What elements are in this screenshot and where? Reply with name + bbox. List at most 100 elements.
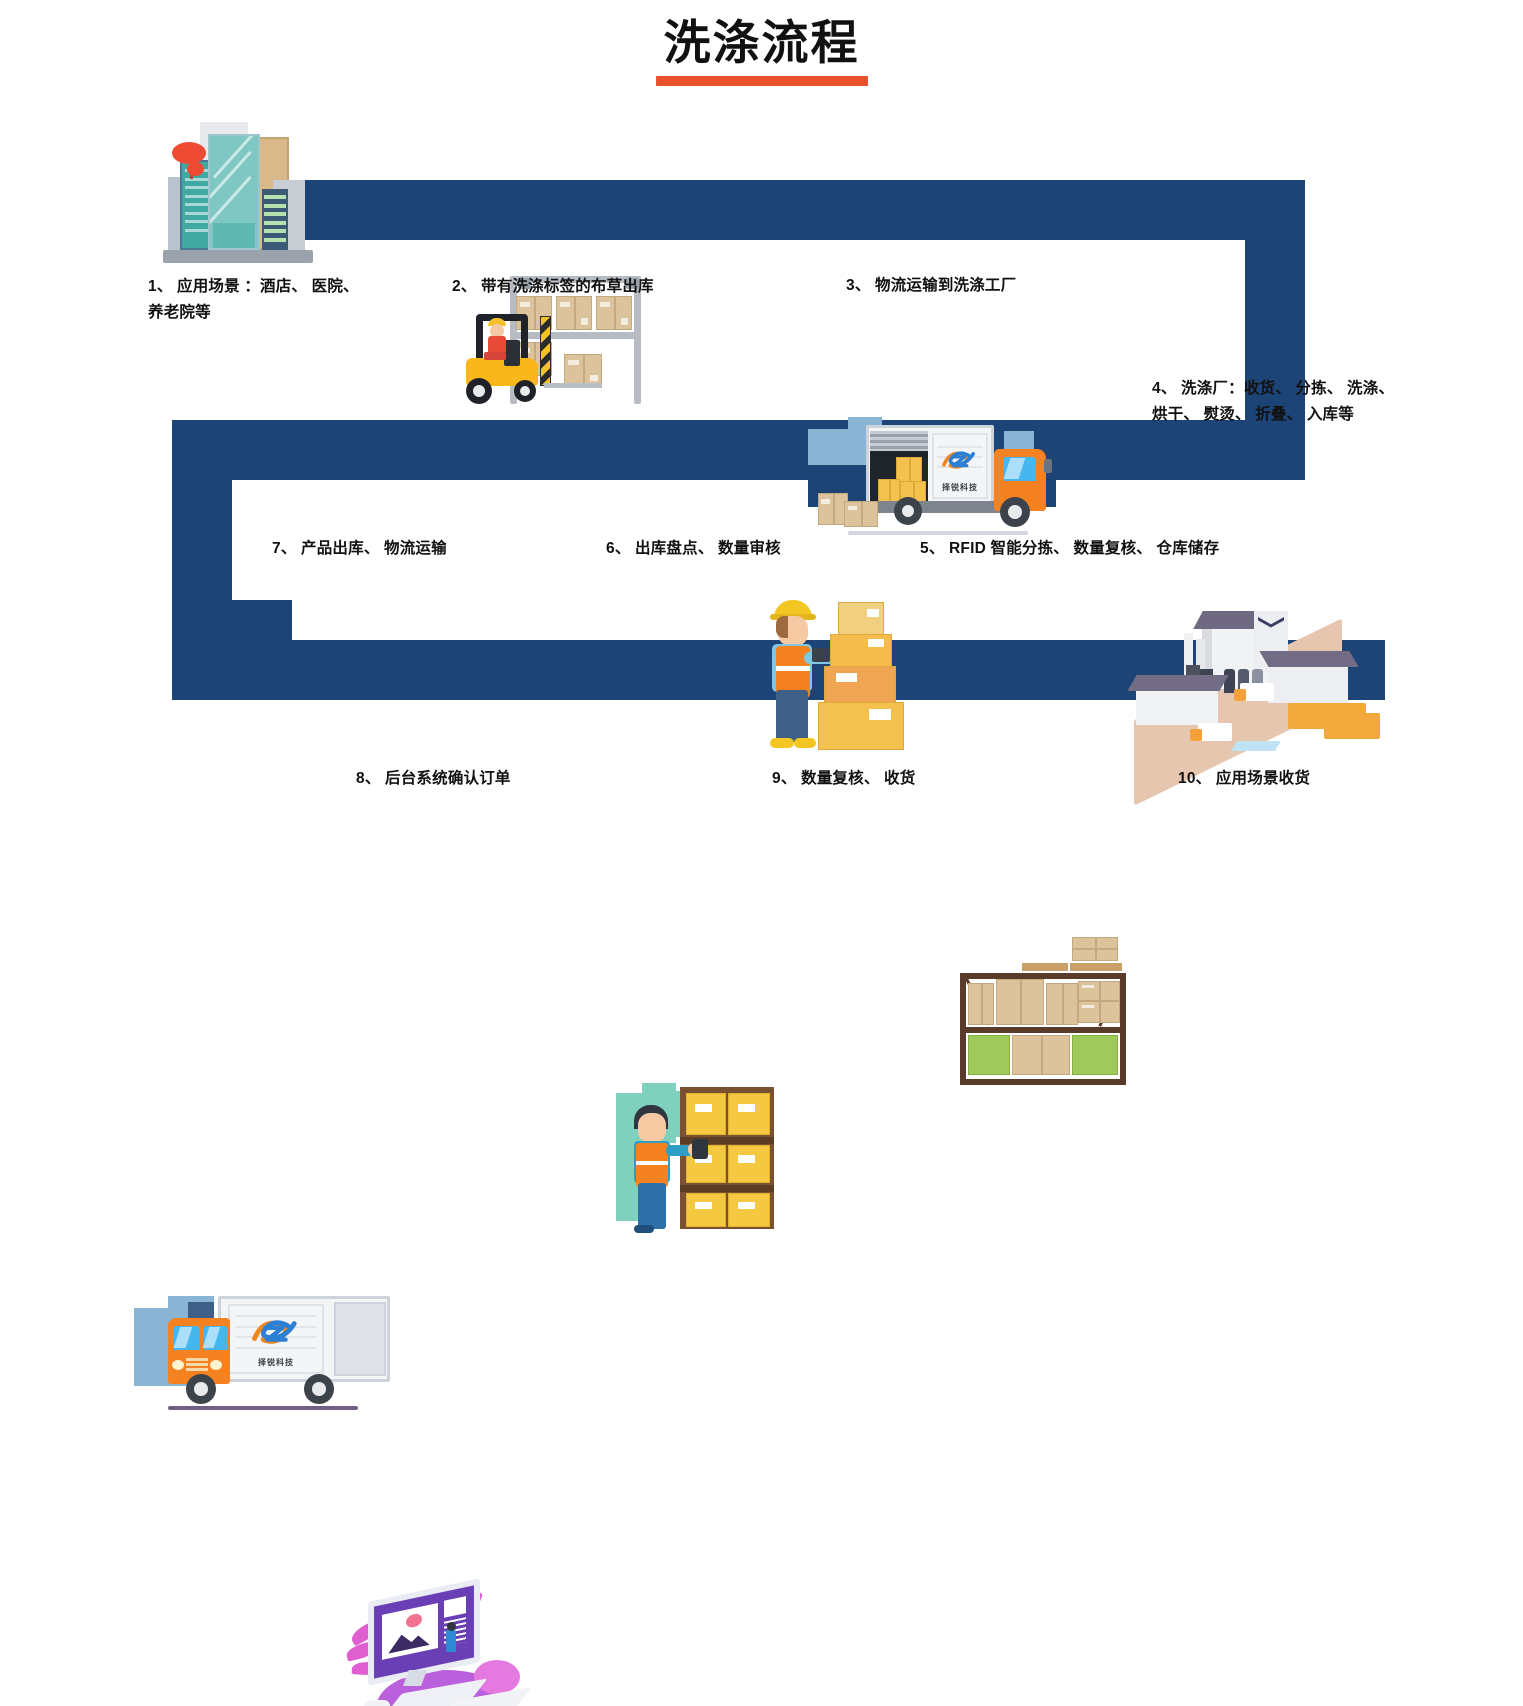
factory-silo [1238,669,1249,693]
worker-pants [776,690,808,742]
step-label-1: 1、 应用场景 ：酒店、 医院、 养老院等 [148,278,359,321]
grille-icon [186,1358,208,1372]
yellow-box [686,1093,726,1135]
coffee-cup-icon [364,1700,390,1706]
loading-dock [1324,713,1380,739]
cardboard-box [844,501,878,527]
factory-truck [1240,683,1274,701]
ribbon-mask-bl [232,700,352,760]
illustration-worker-scanning-shelf [612,1081,780,1236]
window-rows [262,189,288,250]
truck-chassis [866,501,1006,513]
person-figure [446,1630,456,1652]
truck-wheel [894,497,922,525]
factory-silo [1224,669,1235,693]
truck-window [174,1326,200,1350]
ground-shadow [848,531,1028,535]
factory-truck [1198,723,1232,741]
factory-silo [1252,669,1263,693]
step-label-7: 7、 产品出库、 物流运输 [272,540,447,557]
illustration-warehouse-racking [952,935,1152,1087]
ground-shadow [168,1406,358,1410]
brand-plate: 择锐科技 [228,1304,324,1374]
title-underline [655,76,868,87]
factory-truck-cab [1234,689,1246,701]
vest-stripe [776,666,810,671]
cardboard-box [1078,1001,1120,1023]
cardboard-box [968,983,994,1025]
barcode-scanner-icon [812,648,830,662]
plate-line [937,446,983,449]
factory-truck-cab [1190,729,1202,741]
forklift-fork [544,383,602,388]
step-label-4: 4、 洗涤厂：收货、 分拣、 洗涤、 烘干、 熨烫、 折叠、 入库等 [1152,380,1395,423]
cardboard-box [1072,937,1118,949]
forklift-wheel [514,380,536,402]
title-block: 洗涤流程 [0,16,1523,87]
safety-vest [636,1143,668,1187]
z-swoosh-logo-icon [942,451,976,469]
rack-cap [518,278,531,289]
tree-foliage [186,162,204,176]
cardboard-box [1078,981,1120,1001]
brand-name: 择锐科技 [942,483,978,493]
cargo-yellow-box [878,479,900,503]
glass-reflection [213,135,259,179]
hard-hat-icon [488,318,506,326]
warehouse-left-roof [1127,675,1229,691]
tower-right [262,189,288,250]
illustration-forklift-warehouse [452,270,652,408]
yellow-box [728,1145,770,1183]
cardboard-box [556,296,592,330]
worker-hair [776,616,788,638]
illustration-worker-stacked-boxes [756,586,916,754]
cardboard-box [596,296,632,330]
stacked-box [824,666,896,706]
factory-chimney [1184,633,1193,685]
screen-panel [444,1595,466,1618]
forklift-wheel [466,378,492,404]
purple-blob [474,1660,520,1694]
worker-pants [638,1183,666,1229]
step-label-9: 9、 数量复核、 收货 [772,770,916,787]
worker-shoe [794,738,816,748]
truck-wheel [186,1374,216,1404]
worker-hat [774,600,812,618]
brand-plate: 择锐科技 [932,433,988,499]
step-label-5: 5、 RFID 智能分拣、 数量复核、 仓库储存 [920,540,1220,557]
tower-base-panels [212,223,256,248]
worker-head [638,1113,666,1143]
shelf-divider [680,1185,774,1192]
truck-window [1004,457,1036,481]
step-label-8: 8、 后台系统确认订单 [356,770,511,787]
side-mirror-icon [1044,459,1052,473]
illustration-city-buildings-1 [158,118,318,263]
truck-wheel [1000,497,1030,527]
barcode-label [867,608,879,618]
barcode-label [868,639,884,648]
warehouse-left [1136,685,1218,725]
vest-stripe [636,1161,668,1165]
truck-wheel [304,1374,334,1404]
illustration-desktop-computer [342,1578,532,1706]
tower-middle [207,133,261,250]
ground-base [162,249,314,263]
cardboard-box [996,979,1044,1025]
ribbon-round-bl [172,600,292,700]
rack-cap [626,278,639,289]
worker-shoe [770,738,794,748]
road-marking [1231,741,1281,751]
cardboard-box [1046,983,1078,1025]
page-title: 洗涤流程 [663,16,860,69]
step-label-6: 6、 出库盘点、 数量审核 [606,540,781,557]
illustration-branded-truck: 择锐科技 [128,1294,398,1416]
cargo-rear-panel [334,1302,386,1376]
z-swoosh-logo-icon [252,1320,297,1345]
driver-head [490,324,504,338]
cardboard-box [564,354,602,386]
headlight-icon [172,1360,184,1370]
factory-chimney [1196,639,1205,687]
brand-name: 择锐科技 [258,1358,294,1368]
warehouse-right-roof [1259,651,1359,667]
roller-shutter [870,431,928,451]
